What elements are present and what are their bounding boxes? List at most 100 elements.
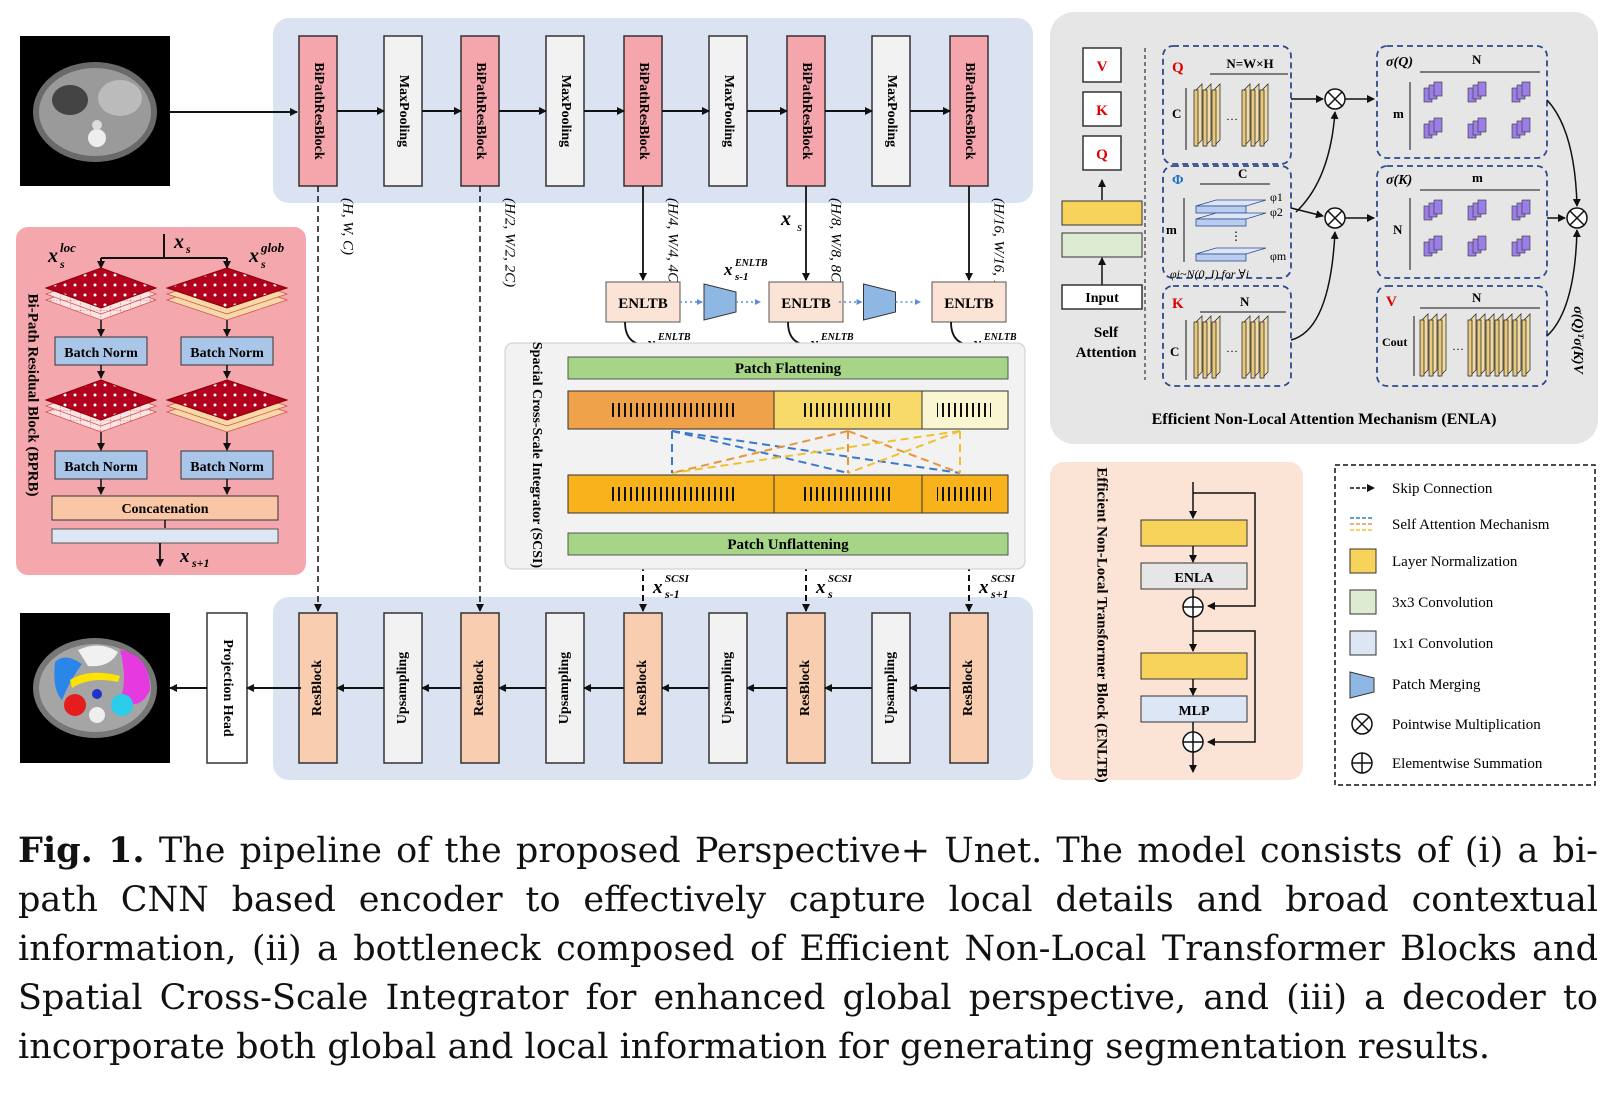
x-loc-sub: s	[59, 257, 65, 271]
kernel-layer	[44, 267, 158, 309]
decoder-block-label: ResBlock	[635, 660, 650, 716]
enltb-output-sup: ENLTB	[820, 332, 854, 343]
qkv-box	[1082, 91, 1122, 127]
phi-label: Φ	[1172, 173, 1184, 188]
kernel-layer	[44, 379, 158, 421]
tokens-ticks-1	[612, 403, 738, 417]
tensor-slice-front	[1211, 89, 1217, 147]
batch-norm-box	[180, 450, 274, 480]
x-glob-sub: s	[260, 257, 266, 271]
ellipsis: ⋮	[1230, 229, 1242, 243]
tensor-slice-front	[1259, 89, 1265, 147]
kernel-layer	[165, 379, 289, 421]
phi-dist-label: φi~N(0, I) for ∀i	[1170, 267, 1249, 281]
legend-label: Patch Merging	[1392, 677, 1481, 693]
figure-caption: Fig. 1. The pipeline of the proposed Per…	[18, 826, 1598, 1072]
phi-panel	[1162, 165, 1292, 279]
tensor-slice-front	[1428, 319, 1434, 377]
decoder-block	[460, 612, 500, 764]
self-attn-conv	[1061, 232, 1143, 258]
phi-item: φ1	[1270, 190, 1283, 204]
tokens-ticks-2	[804, 403, 894, 417]
tokens-ticks-6	[937, 487, 991, 501]
legend-conv3-swatch	[1349, 589, 1377, 615]
plus-mark	[1352, 753, 1372, 773]
q-panel-label: Q	[1172, 60, 1184, 76]
enltb-mlp-box	[1140, 695, 1248, 723]
decoder-block-label: ResBlock	[472, 660, 487, 716]
sigma-q-panel	[1376, 45, 1548, 159]
tensor-slice-front	[1419, 319, 1425, 377]
v-n-label: N	[1472, 290, 1482, 305]
q-dim-label: N=W×H	[1226, 56, 1273, 71]
batch-norm-label: Batch Norm	[190, 346, 264, 361]
k-panel-label: K	[1172, 296, 1184, 312]
sigma-k-label: σ(K)	[1386, 173, 1412, 188]
sigma-k-panel	[1376, 165, 1548, 279]
tokens-ticks-3	[937, 403, 991, 417]
self-attention-label-2: Attention	[1076, 345, 1137, 361]
enltb-contents: Efficient Non-Local Transformer Block (E…	[1094, 467, 1256, 783]
tensor-slice-front	[1467, 319, 1473, 377]
tensor-slice-front	[1512, 319, 1518, 377]
conv1x1-box	[51, 528, 279, 544]
batch-norm-box	[54, 450, 148, 480]
encoder-block-label: BiPathResBlock	[473, 62, 488, 159]
legend-label: 3x3 Convolution	[1392, 595, 1494, 611]
plus-mark	[1183, 732, 1203, 752]
batch-norm-label: Batch Norm	[64, 460, 138, 475]
encoder-block-label: MaxPooling	[396, 75, 411, 147]
patch-flattening-bar	[567, 356, 1009, 380]
sigma-q-label: σ(Q)	[1386, 55, 1413, 70]
enltb-block	[768, 281, 844, 323]
enltb-top-sup: ENLTB	[734, 258, 768, 269]
enltb-layernorm-1	[1140, 519, 1248, 547]
phi-m-label: m	[1166, 222, 1177, 237]
decoder-block-label: ResBlock	[798, 660, 813, 716]
legend-conv1-swatch	[1349, 630, 1377, 656]
encoder-block	[623, 35, 663, 187]
input-label: Input	[1085, 291, 1119, 306]
phi-item: φm	[1270, 249, 1287, 263]
phi-plane-front	[1195, 205, 1247, 214]
cross-scale-attention-lines	[671, 430, 961, 474]
cube	[1433, 117, 1443, 133]
bprb-output-sub: s+1	[191, 556, 210, 570]
qkv-box	[1082, 135, 1122, 171]
sigma-k-m: m	[1472, 170, 1483, 185]
enltb-top-sub: s-1	[734, 271, 748, 283]
sigma-k-n: N	[1393, 222, 1403, 237]
cube	[1521, 235, 1531, 251]
encoder-block-label: BiPathResBlock	[311, 62, 326, 159]
x-glob-sup: glob	[260, 240, 285, 255]
phi-c-label: C	[1238, 166, 1247, 181]
self-attn-layernorm	[1061, 200, 1143, 226]
enla-title: Efficient Non-Local Attention Mechanism …	[1152, 411, 1497, 428]
self-attention-label-1: Self	[1094, 325, 1119, 341]
tensor-slice-front	[1193, 321, 1199, 379]
decoder-block-label: Upsampling	[883, 652, 898, 724]
times-mark	[1569, 210, 1585, 226]
enla-arrow	[1290, 207, 1324, 219]
encoder-dim-label: (H/2, W/2, 2C)	[502, 198, 518, 287]
tensor-slice-front	[1503, 319, 1509, 377]
v-cout-label: Cout	[1382, 335, 1407, 349]
decoder-block-label: ResBlock	[310, 660, 325, 716]
enltb-block-label: ENLTB	[944, 296, 993, 312]
scsi-output-label: x	[652, 577, 663, 598]
enltb-enla-label: ENLA	[1175, 571, 1215, 586]
qkv-label: Q	[1096, 147, 1108, 163]
enltb-block	[605, 281, 681, 323]
qkv-label: V	[1097, 59, 1108, 75]
concatenation-label: Concatenation	[121, 502, 208, 517]
tensor-slice-front	[1485, 319, 1491, 377]
tensor-slice-front	[1211, 321, 1217, 379]
enla-arrow	[1290, 231, 1339, 341]
qkv-label: K	[1096, 103, 1108, 119]
tensor-slice-front	[1250, 89, 1256, 147]
encoder-dim-label: (H/8, W/8, 8C)	[828, 198, 844, 287]
cube	[1477, 81, 1487, 97]
